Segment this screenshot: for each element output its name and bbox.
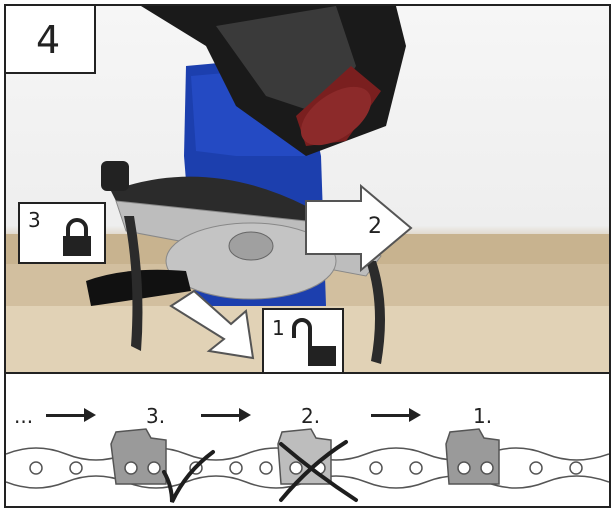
arrow-icon xyxy=(371,408,421,422)
step-number-box: 4 xyxy=(6,6,96,74)
sharpener-photo: 2 xyxy=(6,6,609,372)
padlock-closed-icon xyxy=(63,218,91,256)
sequence-step-2: 2. xyxy=(301,404,321,428)
cross-icon xyxy=(279,440,358,502)
section-divider xyxy=(6,372,609,374)
step-number: 4 xyxy=(36,18,61,62)
lock-step-number: 3 xyxy=(28,208,41,232)
sharpening-sequence: ... 3. 2. 1. xyxy=(6,374,609,506)
lock-callout: 3 xyxy=(18,202,106,264)
unlock-callout: 1 xyxy=(262,308,344,374)
arrow-icon xyxy=(46,408,96,422)
arrow-icon xyxy=(201,408,251,422)
checkmark-icon xyxy=(162,450,215,503)
padlock-open-icon xyxy=(292,318,336,366)
chain-diagram xyxy=(6,428,609,489)
push-direction-label: 2 xyxy=(368,214,382,239)
sequence-step-1: 1. xyxy=(473,404,493,428)
sequence-step-3: 3. xyxy=(146,404,166,428)
instruction-panel: 2 4 3 1 ... 3. 2. 1. xyxy=(4,4,611,508)
sequence-ellipsis: ... xyxy=(14,404,34,428)
unlock-step-number: 1 xyxy=(272,316,285,340)
